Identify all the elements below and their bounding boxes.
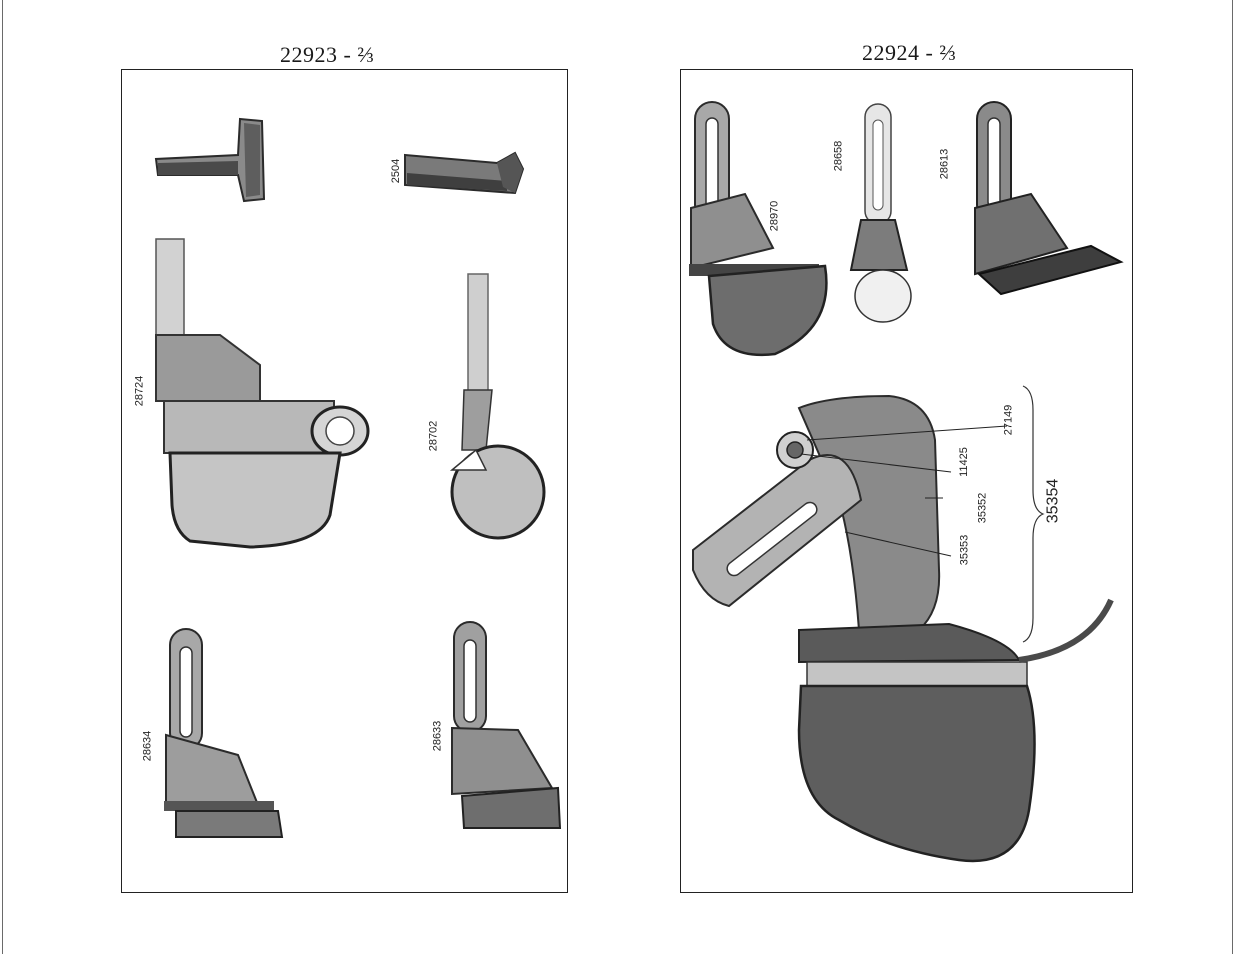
binder-photo-round — [449, 273, 546, 540]
part-label-35353: 35353 — [958, 534, 971, 566]
left-plate-title: 22923 - ⅔ — [280, 42, 375, 67]
right-plate-title: 22924 - ⅔ — [862, 40, 957, 65]
assembly-photo-35354 — [692, 385, 1114, 863]
part-label-11425: 11425 — [957, 447, 970, 477]
part-label-28613: 28613 — [938, 148, 951, 180]
binder-photo-large — [155, 238, 370, 549]
part-label-35352: 35352 — [976, 492, 989, 524]
part-label-27149: 27149 — [1002, 404, 1015, 436]
part-label-group-35354: 35354 — [1044, 478, 1062, 524]
right-plate-frame: 28970 28658 28613 27149 — [680, 69, 1133, 893]
binder-photo-28970 — [689, 101, 828, 357]
part-label-28970: 28970 — [768, 200, 781, 232]
binder-photo-lower-left — [164, 628, 284, 838]
right-page-edge — [1232, 0, 1233, 954]
part-label-28658: 28658 — [832, 140, 845, 172]
foot-photo-top-left — [154, 117, 266, 203]
binder-photo-28613 — [974, 101, 1124, 296]
left-plate-frame: 2504 28724 28702 28634 28633 — [121, 69, 568, 893]
binder-photo-28658 — [849, 103, 912, 323]
binder-photo-lower-right — [451, 621, 562, 829]
part-label-2504: 2504 — [390, 158, 403, 184]
part-label-28633: 28633 — [431, 720, 444, 752]
part-label-28702: 28702 — [427, 420, 440, 452]
foot-photo-top-right — [404, 151, 525, 195]
part-label-28634: 28634 — [141, 730, 154, 762]
part-label-28724: 28724 — [133, 375, 146, 407]
left-page-edge — [2, 0, 3, 954]
